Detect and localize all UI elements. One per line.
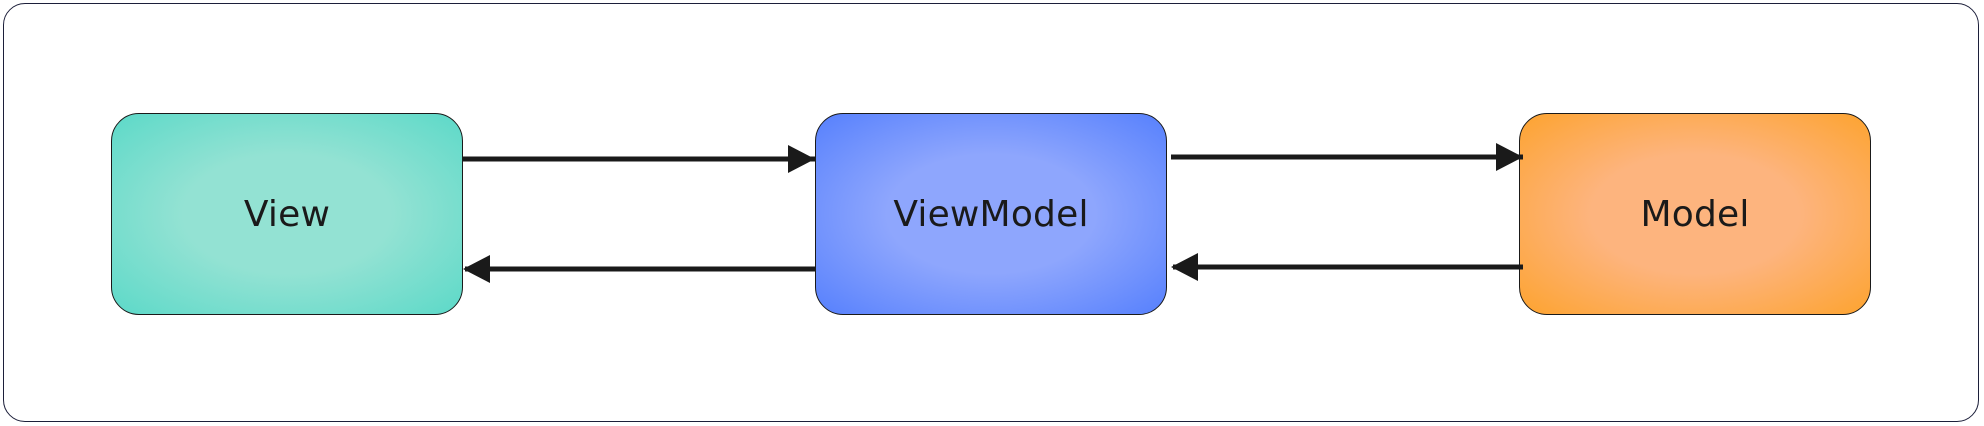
view-node-label: View	[243, 193, 331, 235]
model-node: Model	[1519, 113, 1871, 315]
viewmodel-node-label: ViewModel	[893, 193, 1089, 235]
viewmodel-node: ViewModel	[815, 113, 1167, 315]
view-node: View	[111, 113, 463, 315]
model-node-label: Model	[1640, 193, 1750, 235]
